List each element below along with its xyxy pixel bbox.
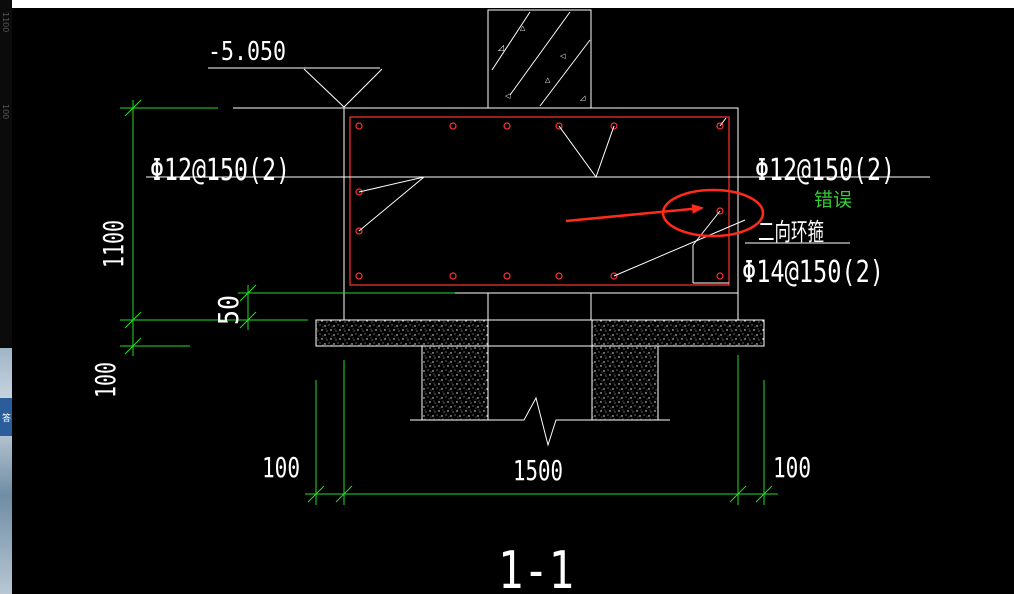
stirrup-outline	[349, 116, 730, 286]
side-strip-label-2: 100	[1, 104, 10, 120]
side-strip-label-1: 1100	[1, 12, 10, 33]
rebar-bars	[355, 122, 724, 280]
wall-above: ◿ △ ◁ △ ◿ ◁	[487, 9, 592, 109]
dim-left-label: 100	[262, 451, 300, 484]
error-annotation: 错误	[565, 188, 852, 238]
rebar-label-bottom-right: Φ14@150(2)	[742, 255, 884, 290]
dim-pad-label: 100	[89, 362, 122, 398]
dim-height-label: 1100	[97, 220, 130, 268]
leader-lines	[146, 117, 930, 284]
two-way-hoop-note: 二向环箍	[758, 218, 824, 246]
rebar-label-top-right: Φ12@150(2)	[755, 153, 895, 188]
side-tab[interactable]: 答	[0, 398, 12, 436]
beam-outline	[343, 107, 739, 294]
dim-cover-label: 50	[212, 295, 245, 325]
svg-text:◿: ◿	[497, 43, 504, 52]
svg-text:◿: ◿	[580, 94, 586, 102]
svg-text:△: △	[520, 24, 526, 32]
dim-width-label: 1500	[513, 454, 563, 487]
svg-text:△: △	[545, 76, 551, 84]
foundation	[315, 292, 765, 447]
error-label: 错误	[814, 189, 852, 211]
error-arrow	[565, 203, 704, 223]
rebar-label-top-left: Φ12@150(2)	[150, 153, 290, 188]
section-label: 1-1	[498, 541, 574, 594]
dim-right-label: 100	[773, 451, 811, 484]
elevation-label: -5.050	[208, 37, 286, 67]
svg-text:◁: ◁	[505, 92, 511, 100]
window-top-edge	[0, 0, 1014, 8]
svg-text:◁: ◁	[560, 52, 566, 60]
dimension-lines	[120, 99, 778, 505]
elevation-marker: -5.050	[208, 37, 383, 108]
error-circle	[661, 188, 765, 238]
